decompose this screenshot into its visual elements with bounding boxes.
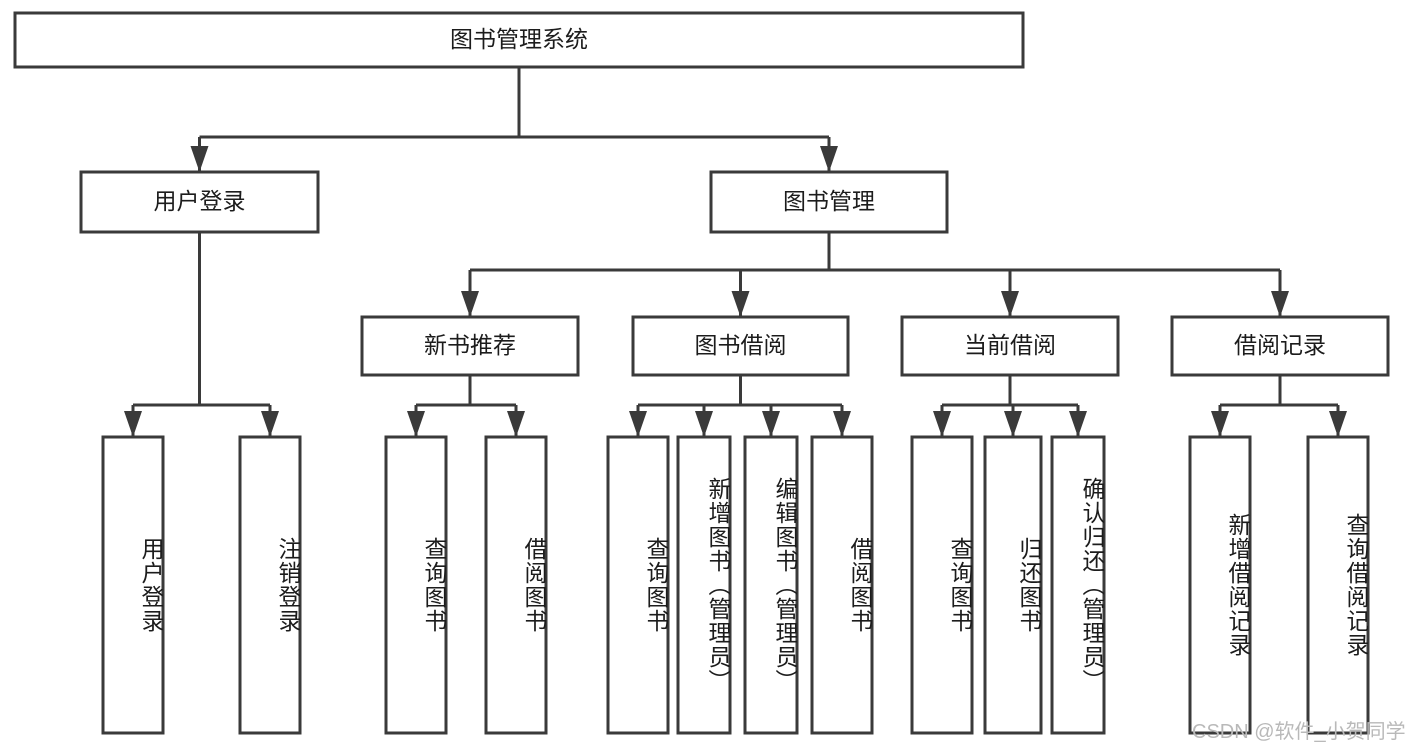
- node-box-leaf-logout[interactable]: [238, 435, 302, 735]
- node-box-book-manage[interactable]: [709, 170, 949, 234]
- node-box-leaf-user-login[interactable]: [101, 435, 165, 735]
- node-box-new-book-recommend[interactable]: [360, 315, 580, 377]
- csdn-watermark: CSDN @软件_小贺同学: [1192, 721, 1405, 743]
- arrow-head-leaf-logout: [261, 411, 279, 437]
- node-box-borrow-record[interactable]: [1170, 315, 1390, 377]
- arrow-head-leaf-add-borrow-record: [1211, 411, 1229, 437]
- node-box-leaf-return-book[interactable]: [983, 435, 1043, 735]
- node-box-user-login[interactable]: [79, 170, 320, 234]
- arrow-head-leaf-query-book-recommend: [407, 411, 425, 437]
- node-box-root[interactable]: [13, 11, 1025, 69]
- node-label-new-book-recommend: 新书推荐: [424, 332, 516, 358]
- arrow-head-leaf-edit-book-admin: [762, 411, 780, 437]
- arrow-head-leaf-query-book-borrow: [629, 411, 647, 437]
- arrow-head-user-login: [190, 146, 209, 172]
- node-box-leaf-borrow-book-recommend[interactable]: [484, 435, 548, 735]
- arrow-head-current-borrow: [1001, 291, 1019, 317]
- arrow-head-leaf-borrow-book: [833, 411, 851, 437]
- box-layer: [13, 11, 1390, 735]
- arrow-head-leaf-return-book: [1004, 411, 1022, 437]
- node-box-leaf-add-borrow-record[interactable]: [1188, 435, 1252, 735]
- node-label-root: 图书管理系统: [450, 26, 588, 52]
- node-label-borrow-record: 借阅记录: [1234, 332, 1326, 358]
- arrow-head-borrow-record: [1271, 291, 1289, 317]
- node-box-leaf-query-book-current[interactable]: [910, 435, 974, 735]
- node-box-current-borrow[interactable]: [900, 315, 1120, 377]
- node-label-current-borrow: 当前借阅: [964, 332, 1056, 358]
- node-box-leaf-confirm-return-admin[interactable]: [1050, 435, 1106, 735]
- arrow-head-leaf-query-book-current: [933, 411, 951, 437]
- arrow-head-leaf-query-borrow-record: [1329, 411, 1347, 437]
- arrow-head-leaf-add-book-admin: [695, 411, 713, 437]
- node-box-book-borrow[interactable]: [631, 315, 850, 377]
- node-label-user-login: 用户登录: [154, 188, 246, 214]
- arrow-head-leaf-confirm-return-admin: [1069, 411, 1087, 437]
- node-box-leaf-query-borrow-record[interactable]: [1306, 435, 1370, 735]
- node-box-leaf-add-book-admin[interactable]: [676, 435, 732, 735]
- arrow-head-book-manage: [820, 146, 838, 172]
- node-box-leaf-borrow-book[interactable]: [810, 435, 874, 735]
- node-box-leaf-query-book-recommend[interactable]: [384, 435, 448, 735]
- arrow-head-leaf-borrow-book-recommend: [507, 411, 525, 437]
- arrow-head-leaf-user-login: [124, 411, 142, 437]
- node-box-leaf-edit-book-admin[interactable]: [743, 435, 799, 735]
- arrow-head-book-borrow: [731, 291, 750, 317]
- node-label-book-manage: 图书管理: [783, 188, 875, 214]
- node-label-book-borrow: 图书借阅: [695, 332, 787, 358]
- node-box-leaf-query-book-borrow[interactable]: [606, 435, 670, 735]
- arrow-head-new-book-recommend: [461, 291, 479, 317]
- connector-layer: [124, 67, 1347, 437]
